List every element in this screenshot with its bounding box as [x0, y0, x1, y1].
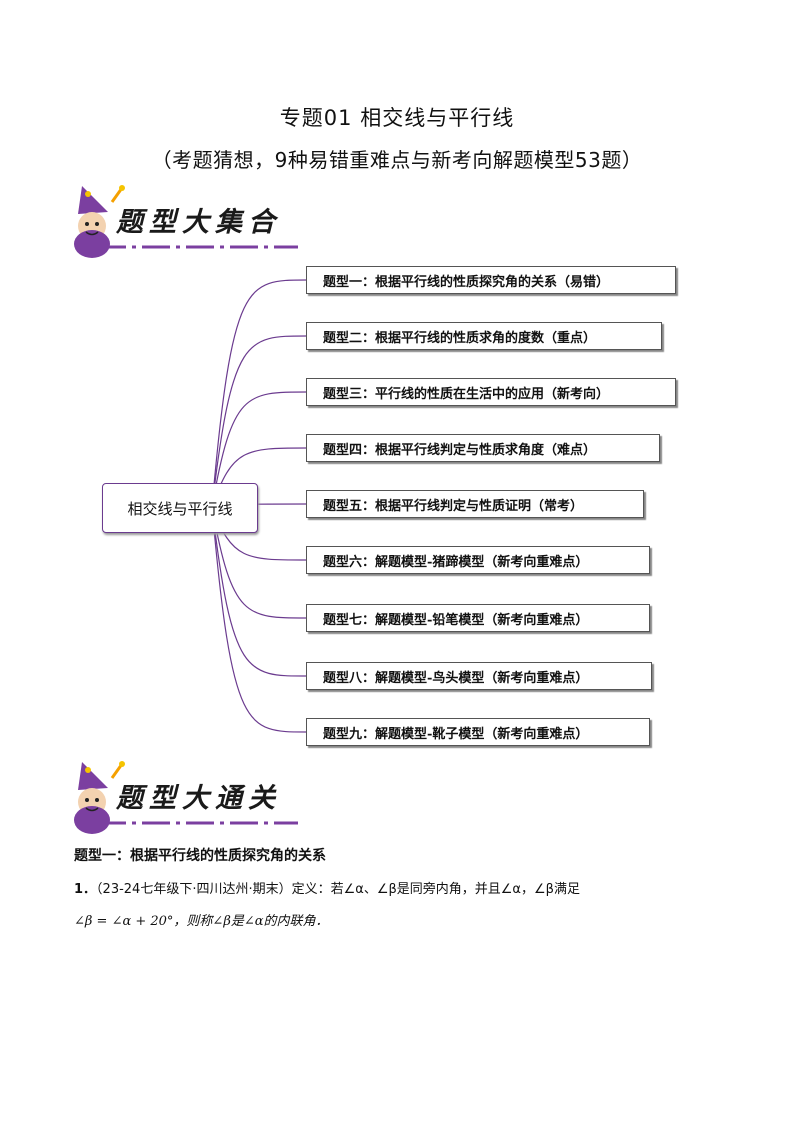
mind-map-topic-5: 题型五：根据平行线判定与性质证明（常考） [306, 490, 644, 518]
mind-map-root: 相交线与平行线 [102, 483, 258, 533]
mind-map-connector [211, 506, 307, 619]
mind-map-topic-1: 题型一：根据平行线的性质探究角的关系（易错） [306, 266, 676, 294]
banner-underline [98, 821, 298, 825]
banner-title: 题型大集合 [116, 207, 281, 238]
mind-map-topic-3: 题型三：平行线的性质在生活中的应用（新考向） [306, 378, 676, 406]
mind-map-topic-8: 题型八：解题模型-鸟头模型（新考向重难点） [306, 662, 652, 690]
question-text: 定义：若∠α、∠β是同旁内角，并且∠α，∠β满足 [291, 882, 580, 897]
mind-map-topic-2: 题型二：根据平行线的性质求角的度数（重点） [306, 322, 662, 350]
mind-map-connector [211, 335, 307, 508]
mind-map: 相交线与平行线 题型一：根据平行线的性质探究角的关系（易错） 题型二：根据平行线… [0, 250, 794, 760]
mind-map-connector [211, 506, 307, 677]
mind-map-topic-9: 题型九：解题模型-靴子模型（新考向重难点） [306, 718, 650, 746]
page-subtitle: （考题猜想，9种易错重难点与新考向解题模型53题） [151, 148, 643, 172]
mind-map-topic-4: 题型四：根据平行线判定与性质求角度（难点） [306, 434, 660, 462]
mind-map-topic-7: 题型七：解题模型-铅笔模型（新考向重难点） [306, 604, 650, 632]
mind-map-connector [211, 506, 307, 733]
section-heading: 题型一：根据平行线的性质探究角的关系 [74, 848, 326, 864]
question-source: （23-24七年级下·四川达州·期末） [96, 882, 292, 897]
mind-map-topic-6: 题型六：解题模型-猪蹄模型（新考向重难点） [306, 546, 650, 574]
mind-map-connector [211, 279, 307, 508]
question-1-line-2: ∠β = ∠α + 20°，则称∠β是∠α的内联角． [74, 910, 329, 929]
wizard-mascot-icon [74, 761, 125, 834]
question-1-line-1: 1．（23-24七年级下·四川达州·期末）定义：若∠α、∠β是同旁内角，并且∠α… [74, 878, 580, 897]
question-number: 1． [74, 882, 97, 897]
wizard-mascot-icon [74, 185, 125, 258]
page-title: 专题01 相交线与平行线 [279, 106, 515, 130]
mind-map-connector [211, 391, 307, 508]
banner-title: 题型大通关 [116, 783, 281, 814]
banner-underline [98, 245, 298, 249]
banner-question-practice: 题型大通关 [68, 758, 298, 836]
question-text: ∠β = ∠α + 20°，则称∠β是∠α的内联角． [74, 914, 329, 929]
banner-question-types: 题型大集合 [68, 182, 298, 260]
